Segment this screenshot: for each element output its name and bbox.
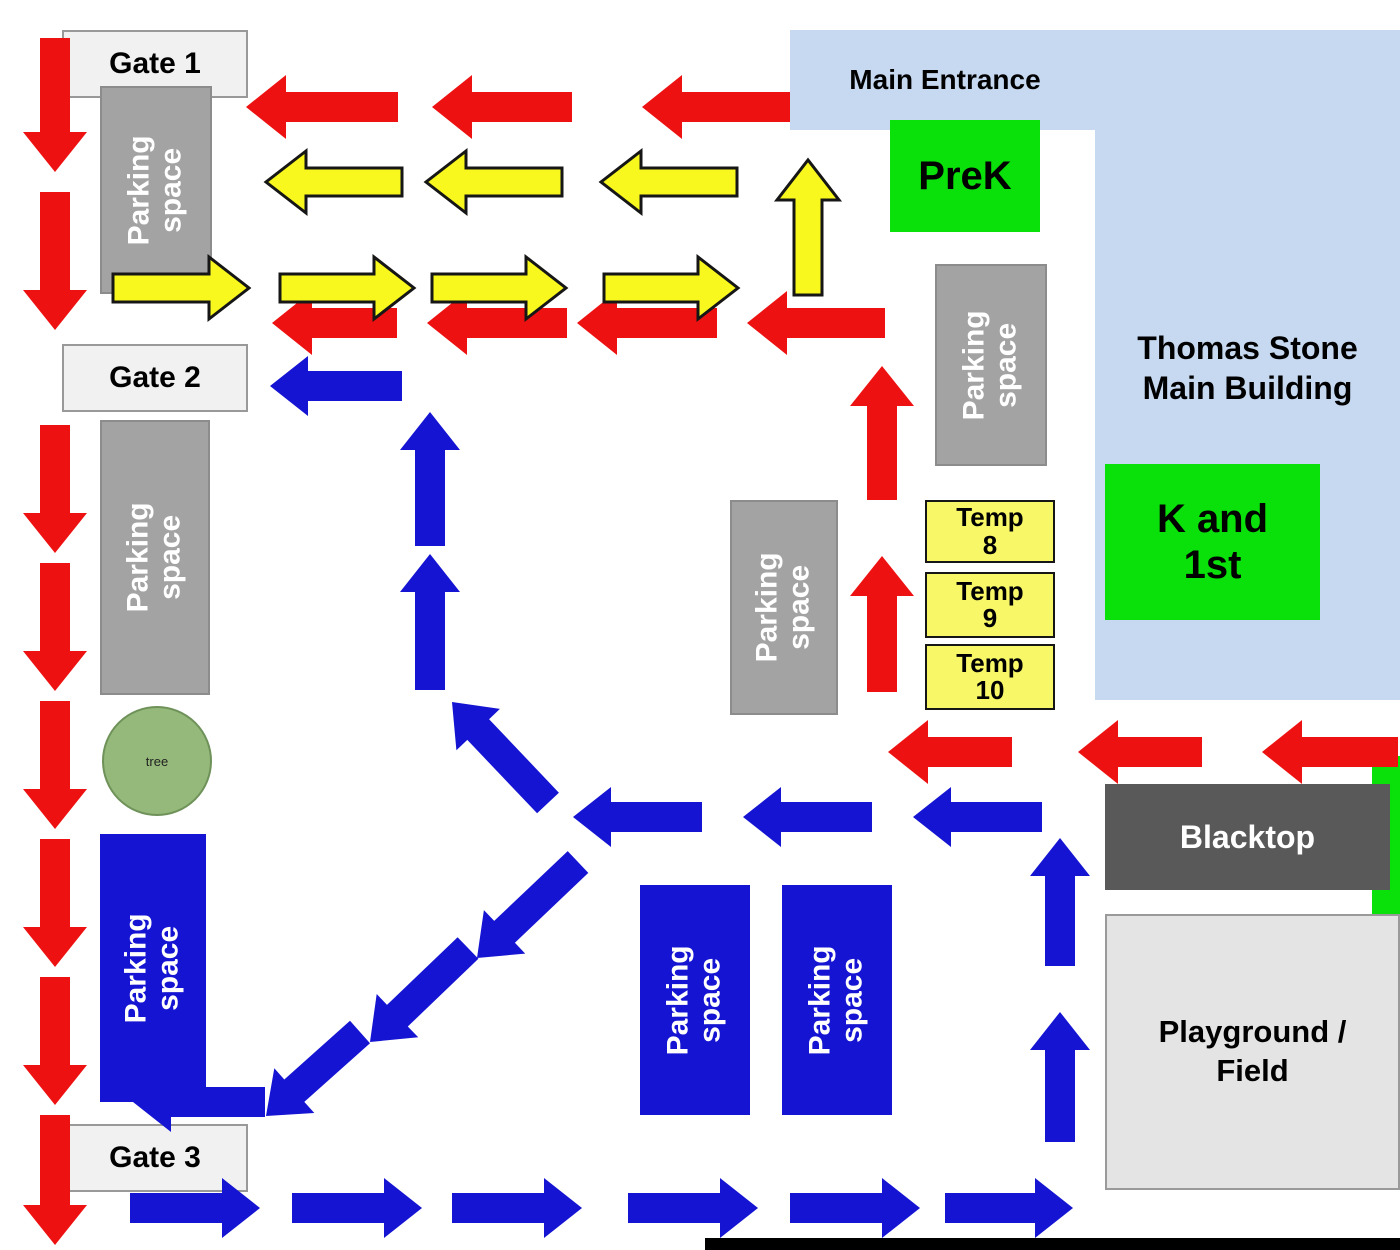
red-flow-arrow [23,192,87,330]
yellow-flow-arrow [430,253,569,323]
main-building-label: Thomas Stone Main Building [1095,328,1400,408]
red-flow-arrow [747,291,885,355]
gate-3-label: Gate 3 [109,1141,201,1174]
parking-label: space [694,957,728,1043]
playground-field-area: Playground / Field [1105,914,1400,1190]
k-and-1st-room: K and 1st [1105,464,1320,620]
playground-label-line1: Playground / [1158,1014,1347,1050]
bottom-border-bar [705,1238,1400,1250]
blue-flow-arrow [945,1178,1073,1238]
red-flow-arrow [1078,720,1202,784]
temp-8-label: Temp [956,502,1024,533]
temp-9-number: 9 [982,603,998,633]
blue-flow-arrow [452,702,559,814]
parking-label: Parking [957,309,991,421]
blue-flow-arrow [743,787,872,847]
yellow-flow-arrow [602,253,741,323]
parking-label: space [783,564,817,651]
parking-label: Parking [750,552,784,663]
playground-label-line2: Field [1216,1053,1289,1088]
prek-room: PreK [890,120,1040,232]
blacktop-area: Blacktop [1105,784,1390,890]
red-flow-arrow [23,563,87,691]
blue-flow-arrow [477,851,589,958]
blue-flow-arrow [270,356,402,416]
parking-label: Parking [119,912,153,1024]
blacktop-label: Blacktop [1179,818,1316,855]
temp-10-number: 10 [975,675,1005,705]
blue-flow-arrow [452,1178,582,1238]
yellow-flow-arrow [773,157,843,297]
blue-flow-arrow [573,787,702,847]
parking-label: space [152,925,186,1011]
main-building-label-line2: Main Building [1142,370,1353,406]
red-flow-arrow [642,75,790,139]
blue-flow-arrow [913,787,1042,847]
yellow-flow-arrow [263,147,404,217]
temp-9-label: Temp [956,575,1024,606]
main-entrance-label: Main Entrance [849,64,1041,95]
blue-flow-arrow [370,937,479,1042]
red-flow-arrow [246,75,398,139]
red-flow-arrow [427,291,567,355]
red-flow-arrow [23,425,87,553]
parking-label: Parking [661,944,695,1056]
red-flow-arrow [577,291,717,355]
red-flow-arrow [432,75,572,139]
k1-label-line1: K and [1156,497,1269,541]
red-flow-arrow [850,366,914,500]
blue-flow-arrow [1030,1012,1090,1142]
blue-flow-arrow [266,1020,370,1116]
parking-label: space [990,322,1024,408]
gate-3: Gate 3 [62,1124,248,1192]
blue-flow-arrow [628,1178,758,1238]
temp-10-label: Temp [956,647,1024,678]
blue-flow-arrow [400,554,460,690]
yellow-flow-arrow [278,253,417,323]
tree-label: tree [145,753,169,769]
red-flow-arrow [23,977,87,1105]
temp-8-number: 8 [982,529,998,560]
parking-label: Parking [803,944,837,1056]
blue-flow-arrow [292,1178,422,1238]
main-entrance-area: Main Entrance [790,30,1100,130]
red-flow-arrow [272,291,397,355]
red-flow-arrow [850,556,914,692]
parking-label: space [836,957,870,1043]
blue-flow-arrow [400,412,460,546]
parking-label: Parking [121,502,155,613]
red-flow-arrow [888,720,1012,784]
main-building-label-line1: Thomas Stone [1137,330,1358,366]
parking-label: space [155,147,189,233]
gate-2-label: Gate 2 [109,361,201,394]
blue-flow-arrow [790,1178,920,1238]
prek-label: PreK [918,153,1012,198]
parking-label: Parking [122,134,156,246]
red-flow-arrow [23,839,87,967]
tree: tree [102,706,212,816]
yellow-flow-arrow [598,147,739,217]
blue-flow-arrow [1030,838,1090,966]
gate-1-label: Gate 1 [109,47,201,80]
yellow-flow-arrow [423,147,564,217]
parking-label: space [154,514,188,601]
gate-2: Gate 2 [62,344,248,412]
k1-label-line2: 1st [1183,543,1242,587]
red-flow-arrow [23,701,87,829]
